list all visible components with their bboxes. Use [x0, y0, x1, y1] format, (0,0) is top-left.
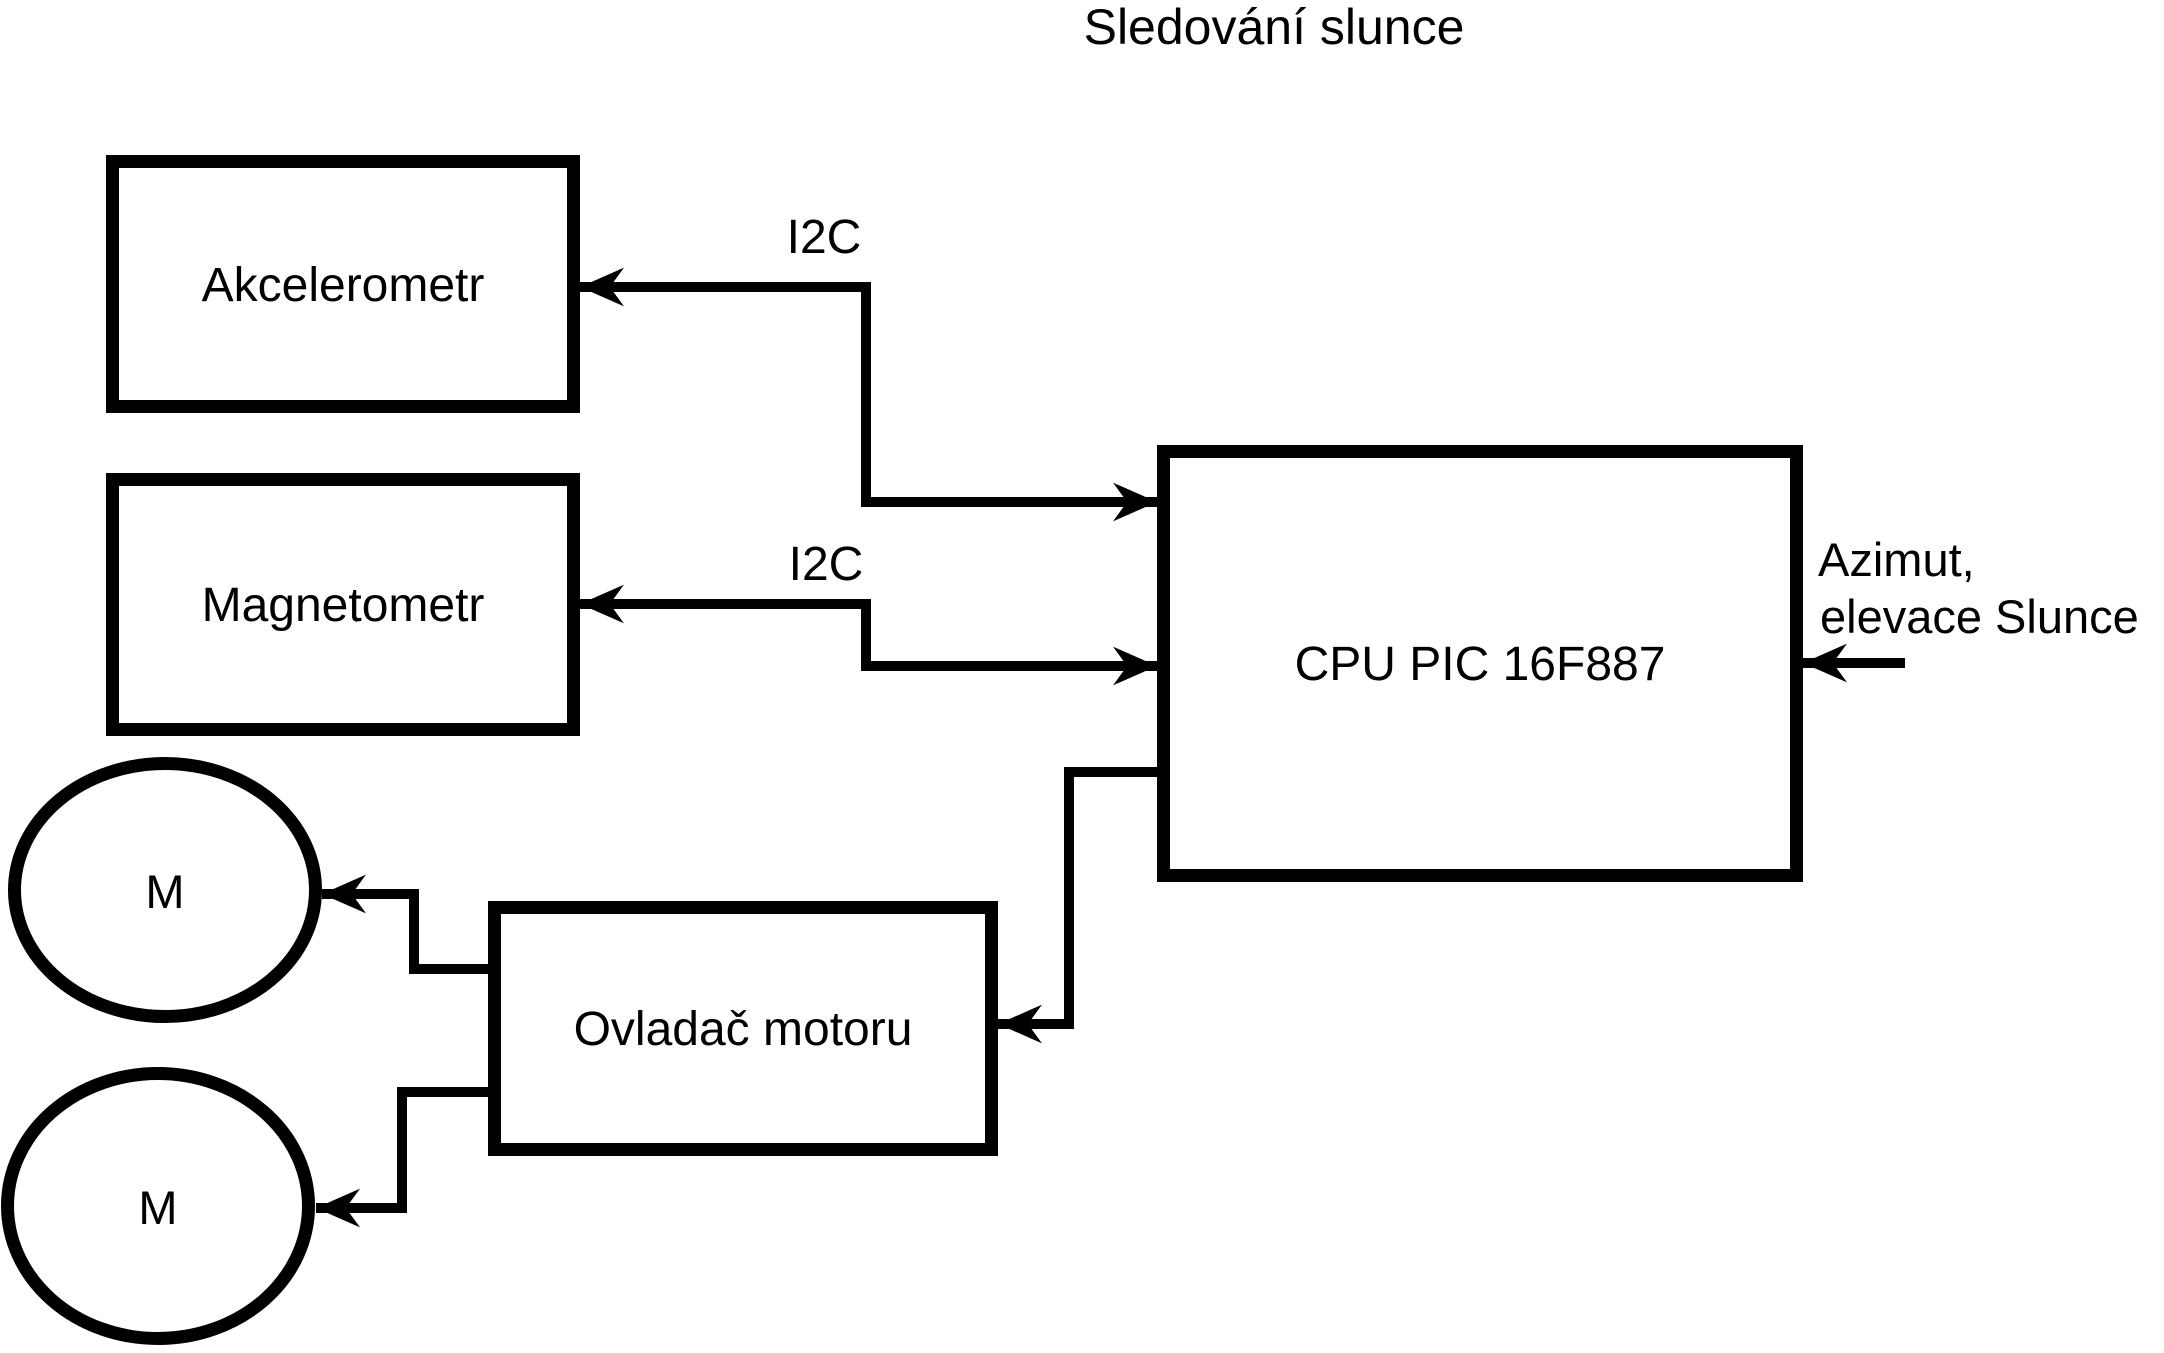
- node-cpu-label: CPU PIC 16F887: [1295, 638, 1666, 691]
- edge-cpu-akcelerometr-line: [580, 267, 1157, 522]
- node-ovladac-motoru-label: Ovladač motoru: [574, 1003, 913, 1056]
- node-motor-1-circle: [8, 757, 322, 1023]
- node-motor-2-label: M: [138, 1181, 177, 1234]
- node-magnetometr: Magnetometr: [106, 473, 580, 736]
- node-ovladac-motoru-box: [488, 901, 998, 1156]
- azimut-annotation-line2: elevace Slunce: [1820, 590, 2139, 643]
- node-motor-2-circle: [1, 1067, 315, 1345]
- node-magnetometr-label: Magnetometr: [202, 579, 485, 632]
- azimut-annotation-line1: Azimut,: [1818, 533, 1975, 586]
- node-akcelerometr: Akcelerometr: [106, 155, 580, 413]
- node-magnetometr-box: [106, 473, 580, 736]
- node-akcelerometr-box: [106, 155, 580, 413]
- i2c-label-magnetometr: I2C: [789, 538, 864, 591]
- i2c-label-akcelerometr: I2C: [787, 211, 862, 264]
- edge-cpu-magnetometr-line: [580, 584, 1157, 686]
- node-ovladac-motoru: Ovladač motoru: [488, 901, 998, 1156]
- node-motor-1-label: M: [145, 865, 184, 918]
- node-akcelerometr-label: Akcelerometr: [202, 259, 485, 312]
- node-cpu-box: [1157, 445, 1803, 882]
- node-cpu: CPU PIC 16F887: [1157, 445, 1803, 882]
- diagram-title: Sledování slunce: [1084, 0, 1465, 55]
- edge-cpu-magnetometr: I2C: [580, 538, 1157, 686]
- edge-ovladac-motor1-line: [322, 874, 488, 974]
- edge-ovladac-motor2-line: [316, 1087, 488, 1228]
- edge-cpu-ovladac-line: [998, 767, 1157, 1044]
- edge-input-azimut: Azimut, elevace Slunce: [1803, 533, 2139, 683]
- node-motor-2: M: [1, 1067, 315, 1345]
- node-motor-1: M: [8, 757, 322, 1023]
- edge-cpu-akcelerometr: I2C: [580, 211, 1157, 522]
